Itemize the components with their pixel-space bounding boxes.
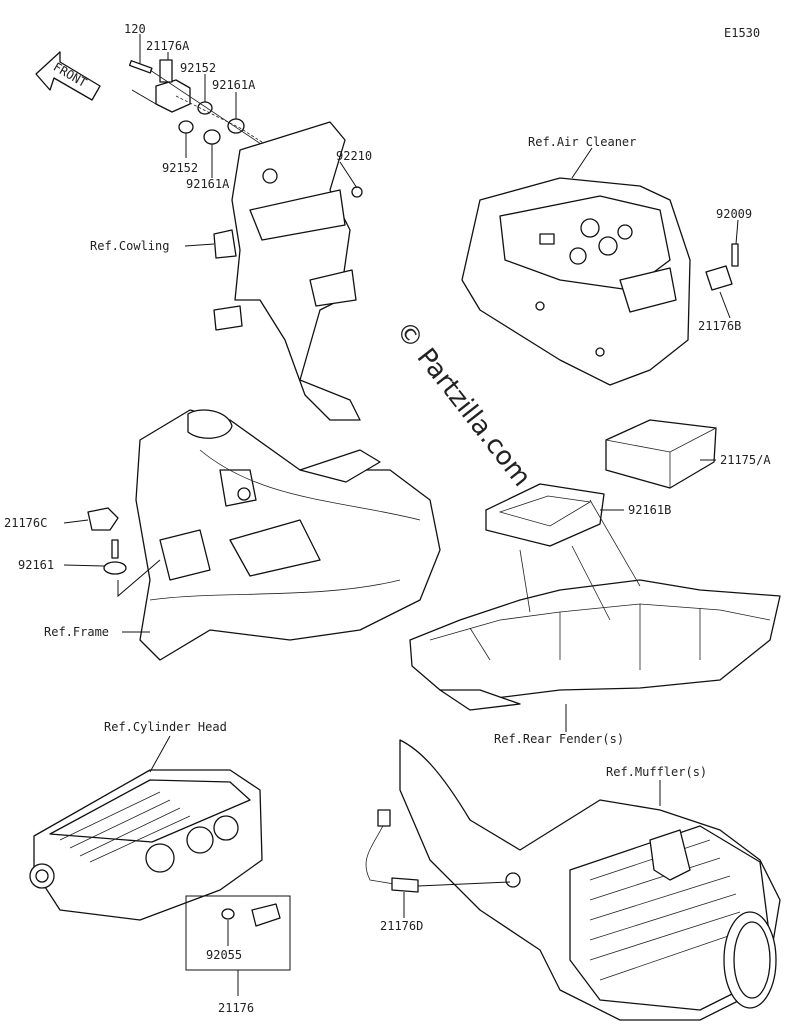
callout-21176a[interactable]: 21176A: [146, 39, 190, 53]
callout-21176[interactable]: 21176: [218, 1001, 254, 1015]
callout-ref-cowling[interactable]: Ref.Cowling: [90, 239, 169, 253]
callout-92161[interactable]: 92161: [18, 558, 54, 572]
air-cleaner: [461, 177, 739, 386]
leader-lines-top-left: [131, 34, 358, 247]
callout-92161b[interactable]: 92161B: [628, 503, 671, 517]
leader-lines-cylinder-head: [149, 735, 291, 996]
frame: [87, 409, 441, 661]
callout-ref-muffler[interactable]: Ref.Muffler(s): [606, 765, 707, 779]
leader-lines-rear-fender: [565, 459, 716, 732]
callout-ref-frame[interactable]: Ref.Frame: [44, 625, 109, 639]
callout-92152-bottom[interactable]: 92152: [162, 161, 198, 175]
callout-21176d[interactable]: 21176D: [380, 919, 423, 933]
callout-92210[interactable]: 92210: [336, 149, 372, 163]
leader-lines-muffler: [403, 780, 661, 918]
callout-92161a-bottom[interactable]: 92161A: [186, 177, 230, 191]
callout-21176c[interactable]: 21176C: [4, 516, 47, 530]
diagram-code: E1530: [724, 26, 760, 40]
callout-120[interactable]: 120: [124, 22, 146, 36]
callout-92055[interactable]: 92055: [206, 948, 242, 962]
cylinder-head: [29, 769, 281, 927]
muffler: [365, 739, 781, 1021]
callout-ref-air-cleaner[interactable]: Ref.Air Cleaner: [528, 135, 636, 149]
callout-21176b[interactable]: 21176B: [698, 319, 741, 333]
leader-lines-air-cleaner: [571, 147, 739, 319]
watermark: © Partzilla.com: [389, 316, 536, 493]
callout-92161a-top[interactable]: 92161A: [212, 78, 256, 92]
callout-92009[interactable]: 92009: [716, 207, 752, 221]
callout-ref-cylinder-head[interactable]: Ref.Cylinder Head: [104, 720, 227, 734]
callout-ref-rear-fender[interactable]: Ref.Rear Fender(s): [494, 732, 624, 746]
leader-lines-frame: [63, 519, 161, 633]
ecu-and-rear-fender: [409, 419, 781, 711]
callout-21175a[interactable]: 21175/A: [720, 453, 771, 467]
callout-92152-top[interactable]: 92152: [180, 61, 216, 75]
front-arrow-icon: FRONT: [35, 51, 101, 101]
